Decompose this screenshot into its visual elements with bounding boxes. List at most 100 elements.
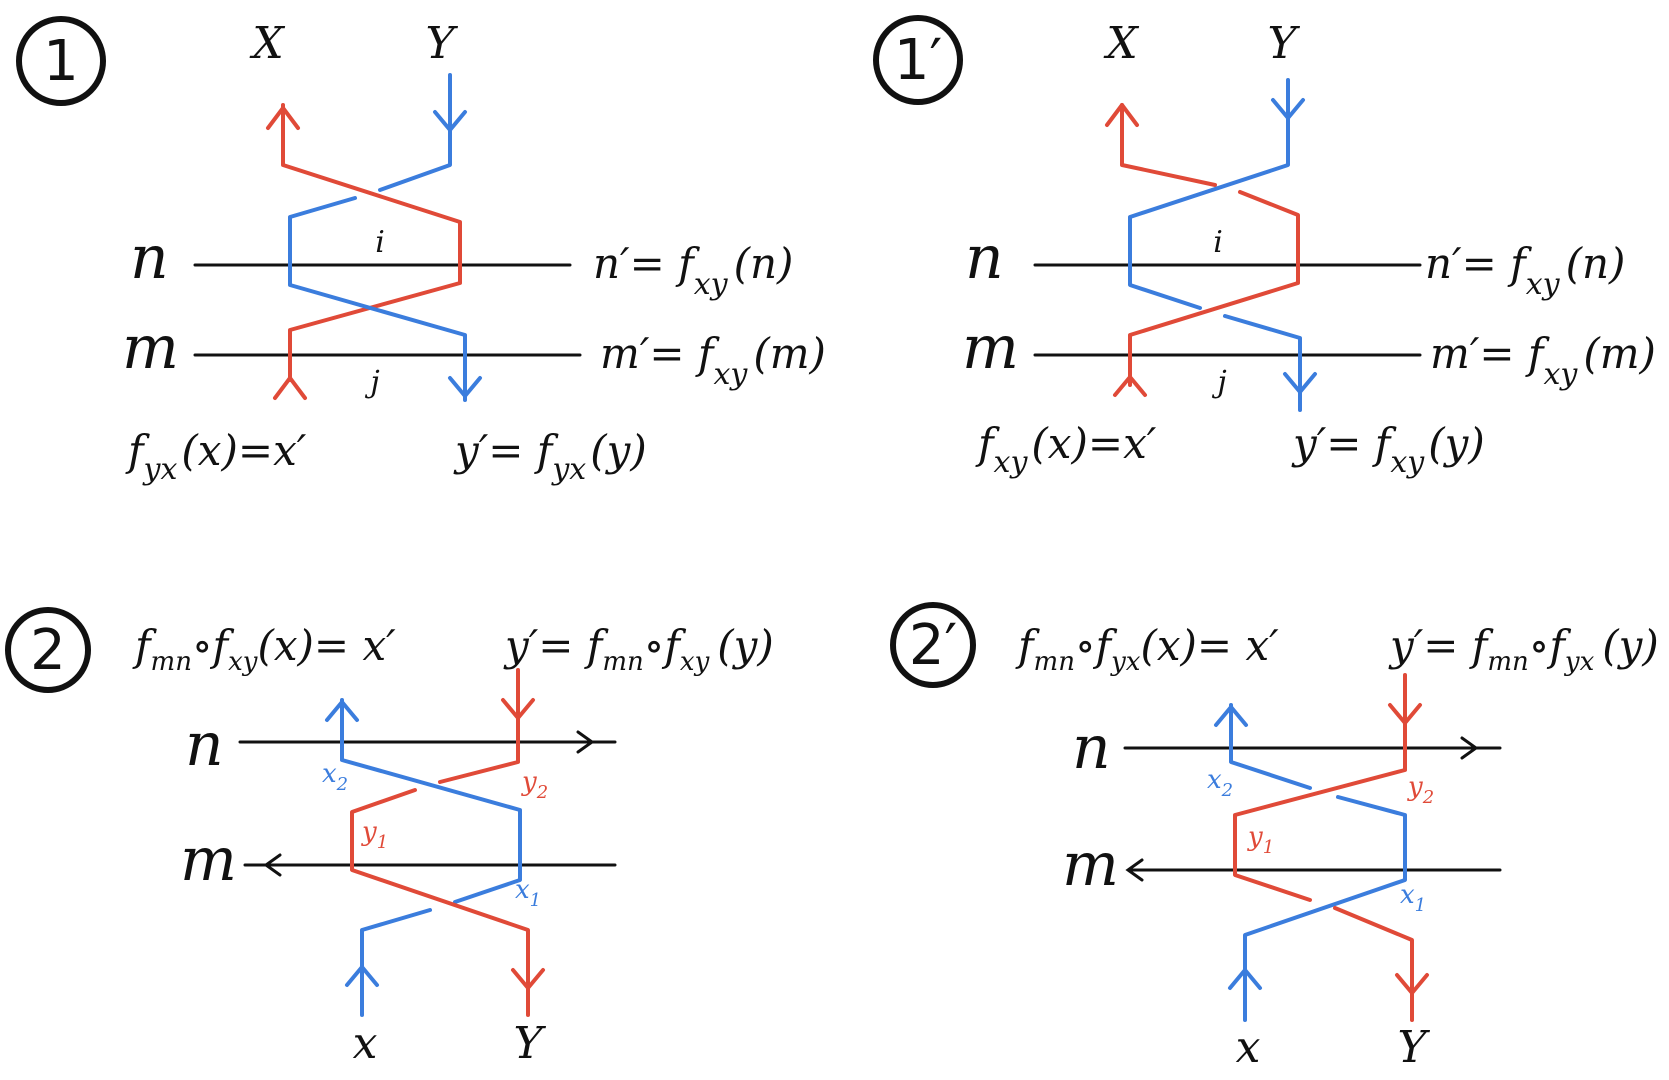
panel-2-prime-y2-sub: 2: [1422, 787, 1434, 808]
panel-1-prime-right-m-main: m′= f: [1430, 329, 1550, 378]
panel-2-prime-bottom-left-label: x: [1236, 1022, 1261, 1073]
panel-2-prime-blue-strand: [1229, 703, 1407, 1022]
panel-2-prime-blue-arrow-up-bottom: [1228, 968, 1262, 990]
panel-1-prime-bottom-right-arg: (y): [1428, 419, 1485, 468]
panel-1-bottom-right-sub: yx: [550, 452, 586, 487]
panel-2-number: 2: [30, 618, 66, 683]
panel-2-prime-red-arrow-down-top: [1388, 703, 1422, 725]
panel-2: 2 fmn∘fxy(x)= x′ y′= fmn∘fxy(y) n m x2 y…: [5, 607, 774, 1069]
panel-1-right-m-arg: (m): [753, 329, 826, 378]
panel-1-bottom-left-sub: yx: [142, 452, 178, 487]
panel-2-prime-top-right-b: ∘f: [1529, 621, 1572, 670]
panel-2-prime-x1-main: x: [1400, 880, 1415, 910]
panel-2-prime-red-arrow-down-bottom: [1395, 973, 1429, 995]
panel-2-bottom-left-label: x: [353, 1018, 378, 1069]
panel-1-index-j: j: [364, 365, 379, 400]
panel-1-prime-row-n-label: n: [965, 223, 1004, 293]
panel-2-line-m-arrow: [263, 853, 282, 877]
panel-1-prime-right-m-arg: (m): [1583, 329, 1656, 378]
panel-1-prime-bottom-right-sub: xy: [1390, 445, 1425, 480]
panel-1-blue-arrow-down-bottom: [448, 376, 482, 398]
panel-1-prime-blue-strand: [1128, 78, 1302, 412]
panel-2-top-right-a: y′= f: [503, 621, 609, 670]
panel-1-prime-row-m-label: m: [962, 313, 1019, 383]
panel-2-prime-number-circle: [890, 602, 976, 688]
panel-2-top-left-rest: (x)= x′: [257, 621, 396, 670]
panel-1-row-m-label: m: [122, 313, 179, 383]
panel-2-x1-label: x1: [515, 875, 541, 911]
panel-1-prime-bottom-left-rest: (x)=x′: [1031, 419, 1156, 468]
panel-2-top-left-eq: fmn∘fxy(x)= x′: [132, 621, 396, 677]
panel-1-prime-right-n-main: n′= f: [1425, 239, 1532, 288]
panel-1-right-n-arg: (n): [734, 239, 794, 288]
panel-1-right-n-sub: xy: [694, 267, 729, 302]
panel-1-number-circle: [16, 16, 106, 106]
panel-1-right-m-eq: m′= fxy(m): [600, 329, 826, 392]
panel-1-prime: 1′ X Y n m i j n′= fxy(n) m′= fxy(m) fxy…: [873, 15, 1656, 480]
panel-2-prime-top-right-b-sub: yx: [1564, 647, 1595, 677]
panel-1-prime-right-m-sub: xy: [1543, 357, 1578, 392]
panel-2-prime-number: 2′: [909, 613, 957, 678]
panel-1-prime-bottom-right-main: y′= f: [1291, 419, 1397, 468]
panel-1-prime-top-left-label: X: [1103, 18, 1139, 69]
panel-2-top-left-b-sub: xy: [228, 647, 258, 677]
panel-2-y1-sub: 1: [377, 832, 388, 853]
panel-2-number-circle: [5, 607, 91, 693]
panel-2-top-left-b: ∘f: [192, 621, 235, 670]
panel-2-prime-row-n-label: n: [1072, 713, 1111, 783]
panel-2-x2-main: x: [322, 759, 337, 789]
panel-2-prime-y2-label: y2: [1407, 772, 1434, 808]
panel-2-prime-top-left-rest: (x)= x′: [1140, 621, 1279, 670]
panel-1-prime-number-circle: [873, 15, 963, 105]
panel-2-row-n-label: n: [185, 710, 224, 780]
panel-1-blue-strand: [288, 73, 467, 402]
panel-2-y1-label: y1: [361, 817, 388, 853]
panel-1-prime-right-m-eq: m′= fxy(m): [1430, 329, 1656, 392]
panel-1-index-i: i: [375, 225, 385, 260]
panel-1: 1 X Y n m i j n′= fxy(n) m′= fxy(m) fyx(…: [16, 16, 826, 487]
panel-2-top-right-rest: (y): [717, 621, 774, 670]
panel-2-y2-label: y2: [521, 767, 548, 803]
panel-1-prime-bottom-left-eq: fxy(x)=x′: [975, 419, 1157, 480]
panel-2-blue-arrow-up-bottom: [345, 965, 379, 987]
panel-1-prime-red-arrow-up-bottom: [1113, 375, 1147, 397]
panel-2-row-m-label: m: [180, 825, 237, 895]
panel-2-prime-y1-main: y: [1247, 822, 1263, 852]
panel-1-bottom-right-arg: (y): [590, 426, 647, 475]
panel-2-prime: 2′ fmn∘fyx(x)= x′ y′= fmn∘fyx(y) n m x2 …: [890, 602, 1659, 1073]
panel-1-prime-red-arrow-up-top: [1105, 103, 1139, 127]
panel-2-top-right-b: ∘f: [644, 621, 687, 670]
panel-1-right-m-main: m′= f: [600, 329, 720, 378]
panel-2-prime-top-left-a-sub: mn: [1034, 647, 1075, 677]
panel-1-row-n-label: n: [130, 223, 169, 293]
panel-2-bottom-right-label: Y: [513, 1018, 546, 1069]
panel-1-right-n-main: n′= f: [593, 239, 700, 288]
panel-1-red-arrow-up-bottom: [273, 376, 307, 400]
panel-2-prime-line-n-arrow: [1460, 736, 1479, 760]
panel-2-prime-blue-arrow-up-top: [1214, 705, 1248, 727]
panel-1-bottom-right-eq: y′= fyx(y): [453, 426, 647, 487]
panel-2-prime-y1-label: y1: [1247, 822, 1274, 858]
panel-1-blue-arrow-down-top: [433, 110, 467, 132]
panel-1-top-left-label: X: [249, 18, 285, 69]
panel-1-prime-bottom-right-eq: y′= fxy(y): [1291, 419, 1485, 480]
panel-1-bottom-right-main: y′= f: [453, 426, 559, 475]
panel-2-prime-x2-label: x2: [1207, 765, 1233, 801]
panel-2-prime-top-right-rest: (y): [1602, 621, 1659, 670]
panel-2-y1-main: y: [361, 817, 377, 847]
panel-1-red-strand: [281, 103, 462, 382]
panel-2-x2-label: x2: [322, 759, 348, 795]
panel-2-prime-line-m-arrow: [1125, 858, 1144, 882]
panel-2-prime-top-right-eq: y′= fmn∘fyx(y): [1388, 621, 1659, 677]
panel-2-blue-strand: [340, 698, 522, 1017]
panel-1-bottom-left-eq: fyx(x)=x′: [125, 426, 307, 487]
panel-2-blue-arrow-up-top: [325, 700, 359, 722]
panel-2-prime-top-right-a-sub: mn: [1487, 647, 1528, 677]
panel-1-prime-index-j: j: [1211, 365, 1226, 400]
panel-2-prime-y2-main: y: [1407, 772, 1423, 802]
panel-1-right-m-sub: xy: [713, 357, 748, 392]
panel-2-prime-bottom-right-label: Y: [1397, 1022, 1430, 1073]
panel-2-top-right-a-sub: mn: [602, 647, 643, 677]
